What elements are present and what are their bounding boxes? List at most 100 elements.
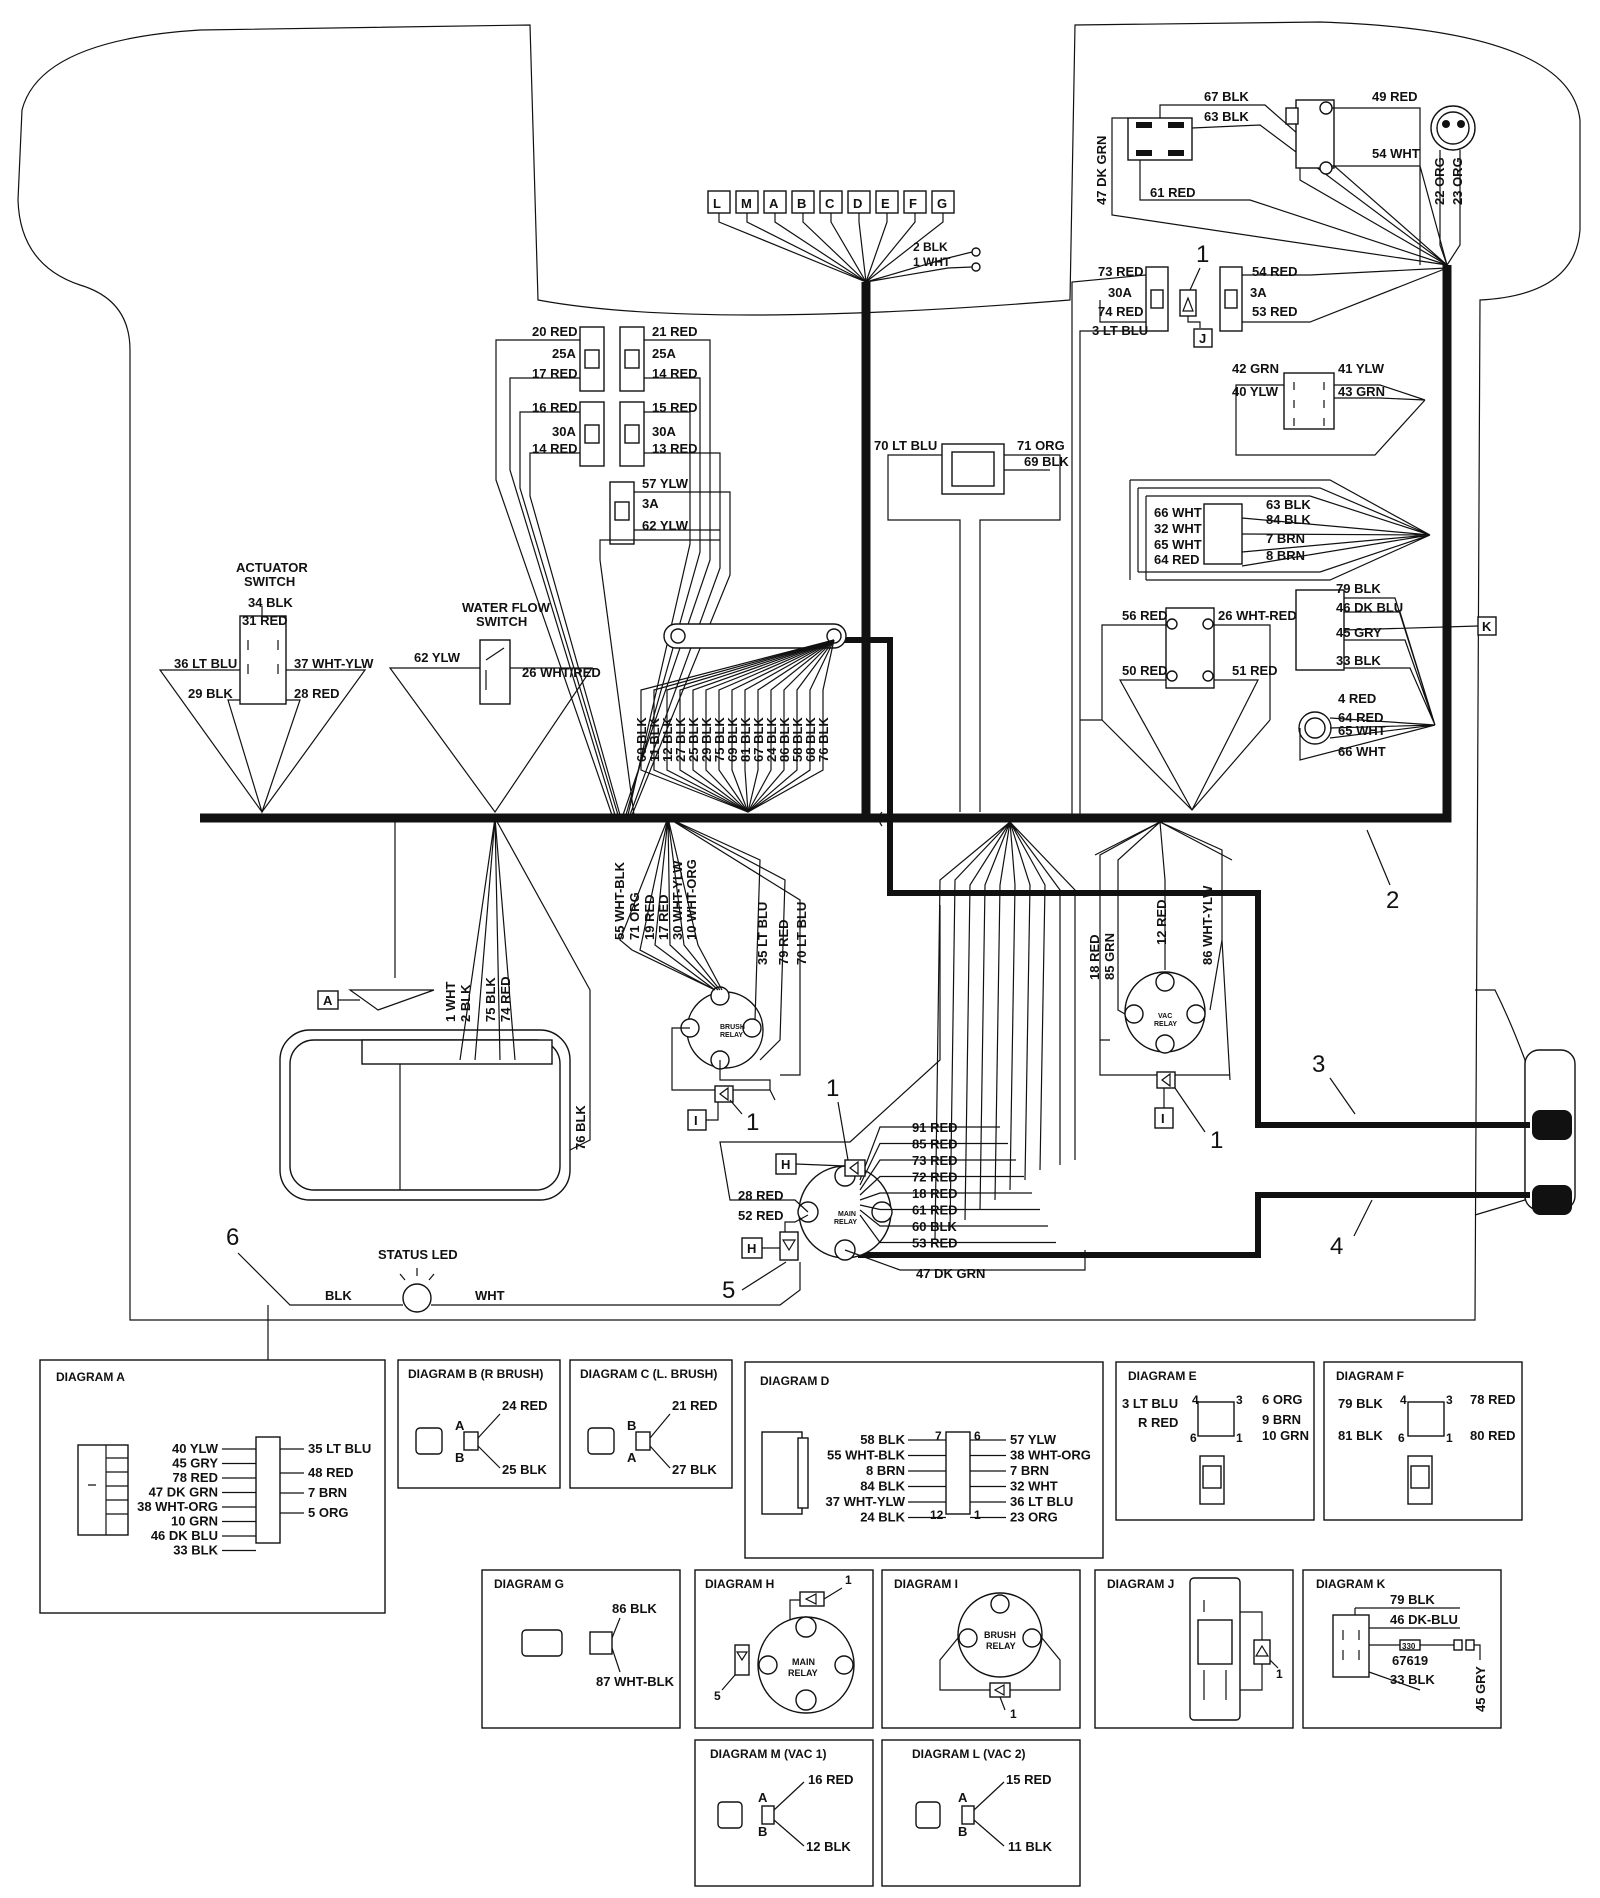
diagram-m-wire-bottom: 12 BLK <box>806 1839 851 1854</box>
fuse-element <box>1224 289 1238 309</box>
vac-terminal <box>1155 1034 1175 1054</box>
diagram-i-wires <box>939 1637 1061 1691</box>
main-relay-wire-line <box>859 1192 1032 1201</box>
diagram-l-title: DIAGRAM L (VAC 2) <box>912 1747 1026 1761</box>
main-relay-wire-line <box>859 1175 1024 1196</box>
diagram-k-switch <box>1332 1614 1370 1678</box>
diagram-a-left-wire: 33 BLK <box>173 1543 218 1558</box>
wire-7-brn: 7 BRN <box>1266 531 1305 546</box>
wire-42-grn: 42 GRN <box>1232 361 1279 376</box>
controller-wires <box>459 817 591 1151</box>
wire-46-dk-blu-k: 46 DK BLU <box>1336 600 1403 615</box>
wire-37-wht-ylw: 37 WHT-YLW <box>294 656 374 671</box>
ground-wire-line <box>747 639 835 813</box>
leader-h-top <box>795 1163 846 1167</box>
callout-3: 3 <box>1312 1051 1325 1078</box>
diagram-h-relay-label-1: MAIN <box>792 1657 815 1667</box>
ground-wire-line <box>718 639 835 813</box>
diagram-i-diode <box>989 1682 1011 1698</box>
callout-5: 5 <box>722 1277 735 1304</box>
diagram-h-callout-5: 5 <box>714 1689 721 1703</box>
diagram-a-left-wire: 47 DK GRN <box>149 1485 218 1500</box>
wire-36-lt-blu: 36 LT BLU <box>174 656 237 671</box>
wire-47-dk-grn-main: 47 DK GRN <box>916 1266 985 1281</box>
diagram-d-right-wire: 32 WHT <box>1010 1479 1058 1494</box>
callout-a: A <box>323 993 333 1008</box>
leader-1-vac <box>1174 1087 1206 1133</box>
wire-69-blk: 69 BLK <box>1024 454 1069 469</box>
diagram-d-right-wire: 57 YLW <box>1010 1432 1057 1447</box>
diagram-c-wire-bottom: 27 BLK <box>672 1462 717 1477</box>
wire-17-red-br: 17 RED <box>656 894 671 940</box>
actuator-detail <box>247 640 279 674</box>
wire-55-wht-blk: 55 WHT-BLK <box>612 861 627 940</box>
wire-52-red: 52 RED <box>738 1208 784 1223</box>
diagram-i-terminal <box>958 1628 978 1648</box>
actuator-title-2: SWITCH <box>244 574 295 589</box>
diagram-j-fuse <box>1197 1619 1233 1665</box>
diagram-h-terminal <box>834 1655 854 1675</box>
ground-wire-line <box>747 639 835 813</box>
diagram-m-title: DIAGRAM M (VAC 1) <box>710 1747 826 1761</box>
waterflow-title-1: WATER FLOW <box>462 600 551 615</box>
diagram-l-plug <box>915 1801 941 1829</box>
right-switch <box>1283 372 1335 430</box>
connector-e-label: E <box>881 196 890 211</box>
diagram-d-right-wire: 36 LT BLU <box>1010 1494 1073 1509</box>
diagram-a-right-wire: 48 RED <box>308 1465 354 1480</box>
brush-terminal <box>742 1018 762 1038</box>
diagram-b-title: DIAGRAM B (R BRUSH) <box>408 1367 543 1381</box>
diagram-i-title: DIAGRAM I <box>894 1577 958 1591</box>
relay-wires <box>1111 104 1448 266</box>
controller-lead <box>348 818 435 1011</box>
diagram-j-callout-1: 1 <box>1276 1667 1283 1681</box>
wire-15-red: 15 RED <box>652 400 698 415</box>
leader-3 <box>1329 1077 1356 1115</box>
diagram-i-terminal <box>990 1594 1010 1614</box>
ground-wire-line <box>731 639 835 813</box>
diagram-d-pin-12: 12 <box>930 1508 944 1522</box>
wire-71-org: 71 ORG <box>1017 438 1065 453</box>
wire-34-blk: 34 BLK <box>248 595 293 610</box>
wire-54-wht: 54 WHT <box>1372 146 1420 161</box>
diagram-a-left-wire: 10 GRN <box>171 1514 218 1529</box>
ground-wire-line <box>744 639 835 813</box>
wire-8-brn: 8 BRN <box>1266 548 1305 563</box>
harness-loop-detail <box>878 811 883 827</box>
callout-k: K <box>1482 619 1492 634</box>
wire-1-wht-ctrl: 1 WHT <box>443 982 458 1023</box>
diagram-d-plug <box>945 1431 971 1515</box>
diagram-m-pin-b: B <box>758 1824 767 1839</box>
connector-a-wire <box>774 213 867 283</box>
leader-5 <box>741 1261 787 1291</box>
wire-86-wht-ylw: 86 WHT-YLW <box>1200 885 1215 965</box>
diagram-a-connector <box>77 1444 129 1536</box>
diagram-m-box <box>694 1739 874 1887</box>
diagram-a-title: DIAGRAM A <box>56 1370 125 1384</box>
diagram-k-part: 67619 <box>1392 1653 1428 1668</box>
wire-40-ylw: 40 YLW <box>1232 384 1279 399</box>
diagram-f-title: DIAGRAM F <box>1336 1369 1404 1383</box>
diagram-f-pin-1: 1 <box>1446 1431 1453 1445</box>
diagram-a-left-wire: 46 DK BLU <box>151 1528 218 1543</box>
relay-right-loops <box>1129 480 1147 580</box>
diagram-d-connector-side <box>797 1437 809 1509</box>
diagram-h-relay-label-2: RELAY <box>788 1668 818 1678</box>
wire-23-org: 23 ORG <box>1450 157 1465 205</box>
wire-62-ylw-wf: 62 YLW <box>414 650 461 665</box>
left-fuse-wires <box>495 339 731 816</box>
harness-branch-right <box>836 637 1530 1128</box>
fuse-3a-left: 3A <box>642 496 659 511</box>
fuse-3a-label: 3A <box>1250 285 1267 300</box>
wire-28-red: 28 RED <box>294 686 340 701</box>
diagram-b-pin-a: A <box>455 1418 465 1433</box>
diagram-c-wire-top: 21 RED <box>672 1398 718 1413</box>
diagram-j-title: DIAGRAM J <box>1107 1577 1174 1591</box>
diagram-g-wires <box>611 1617 621 1673</box>
diagram-e-pin-3: 3 <box>1236 1393 1243 1407</box>
vac-terminal <box>1124 1004 1144 1024</box>
